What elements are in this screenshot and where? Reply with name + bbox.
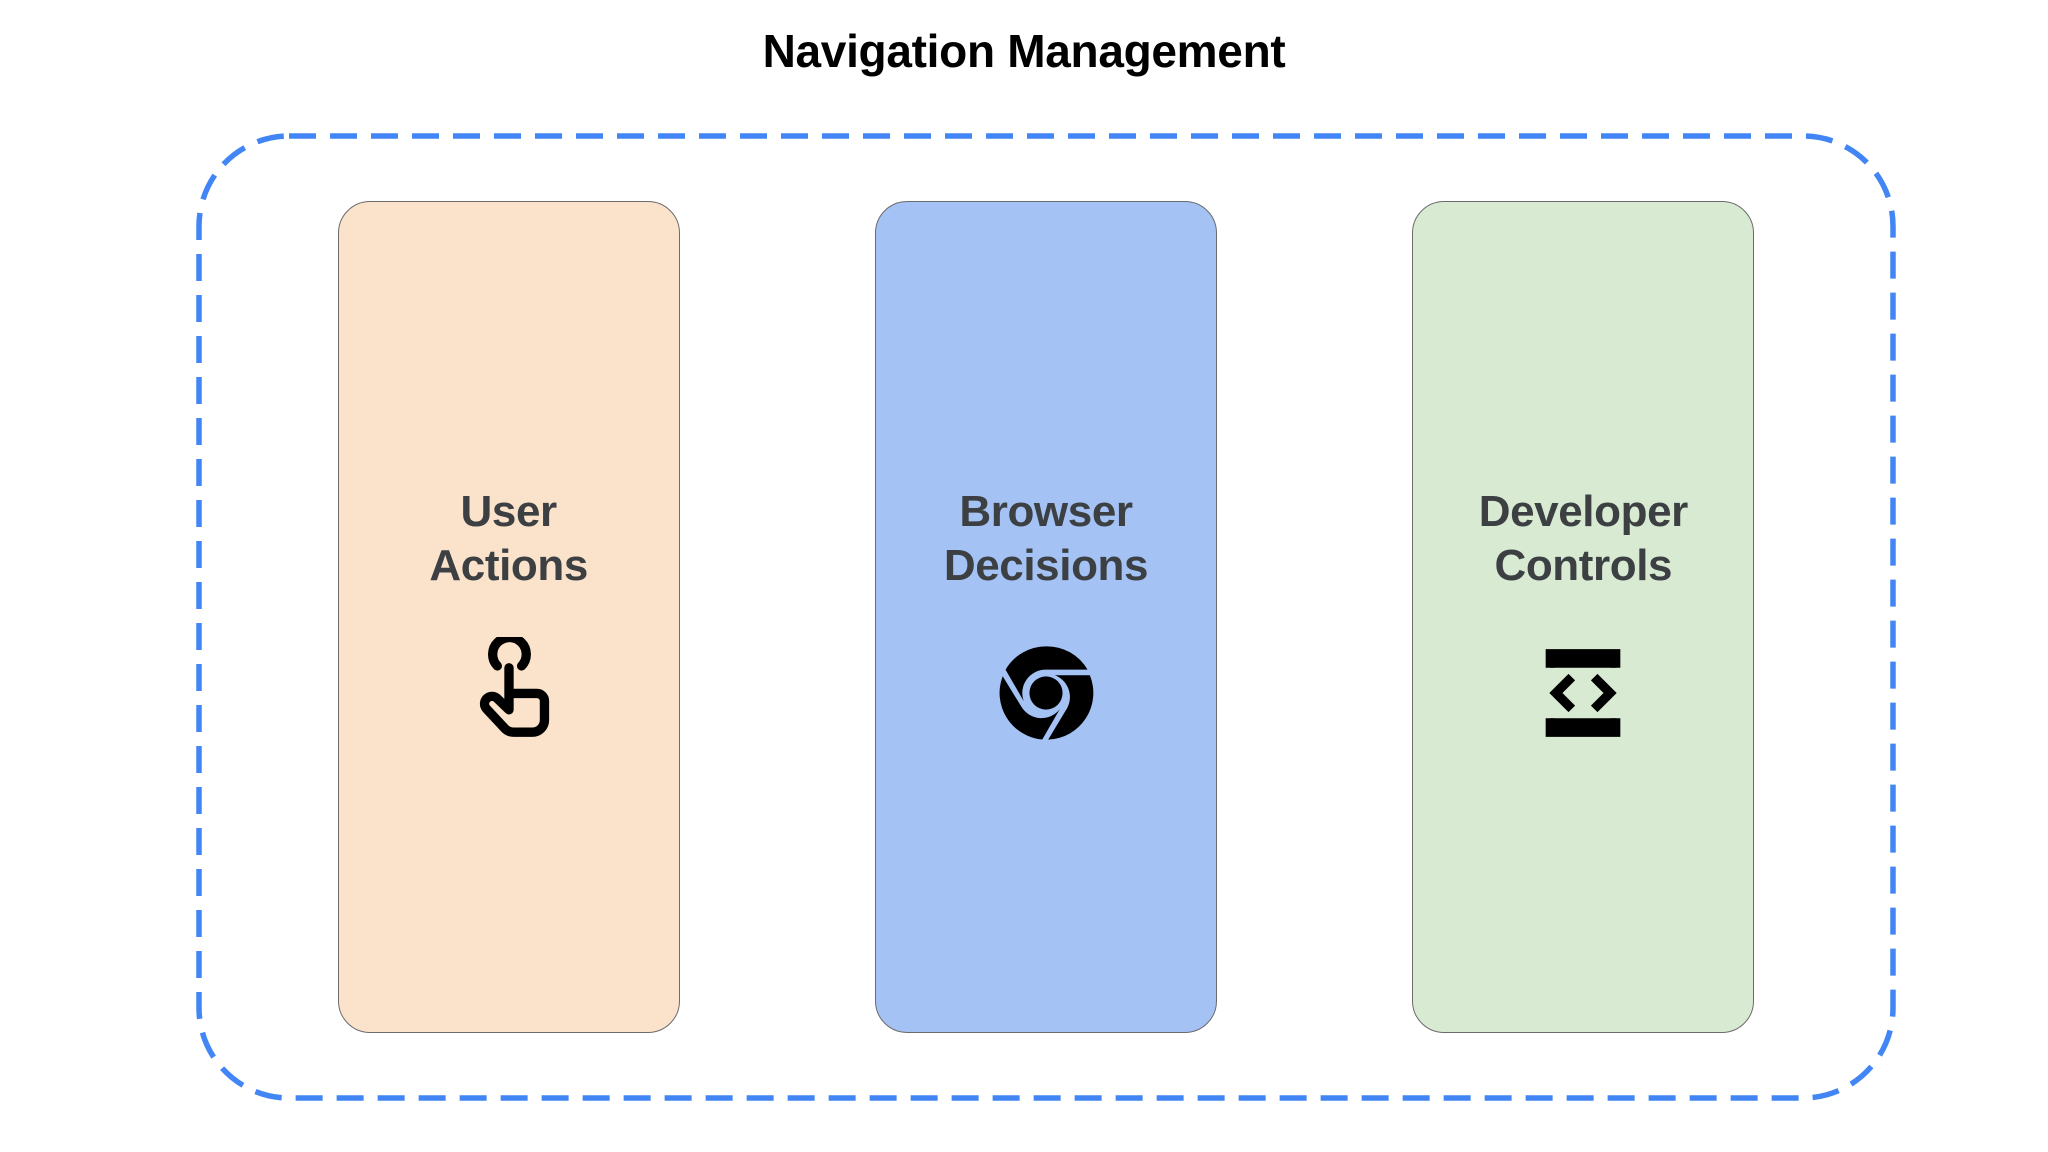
card-label-developer-controls: Developer Controls <box>1478 487 1689 590</box>
group-dashed-border <box>196 133 1896 1101</box>
chrome-logo-icon-glyph <box>999 645 1094 740</box>
card-developer-controls[interactable]: Developer Controls <box>1412 201 1755 1033</box>
page-title: Navigation Management <box>762 25 1286 77</box>
card-label-user-actions: User Actions <box>429 487 588 590</box>
category-cards-row: User Actions Browser Decisions <box>196 133 1896 1101</box>
card-browser-decisions[interactable]: Browser Decisions <box>874 201 1217 1033</box>
chrome-logo-icon <box>990 637 1102 749</box>
developer-mode-icon-glyph <box>1545 648 1621 737</box>
card-label-browser-decisions: Browser Decisions <box>943 487 1149 590</box>
developer-mode-icon <box>1527 637 1639 749</box>
touch-app-icon <box>453 636 565 749</box>
navigation-management-group <box>196 133 1896 1101</box>
touch-app-icon-glyph <box>479 636 549 737</box>
card-user-actions[interactable]: User Actions <box>337 201 680 1033</box>
